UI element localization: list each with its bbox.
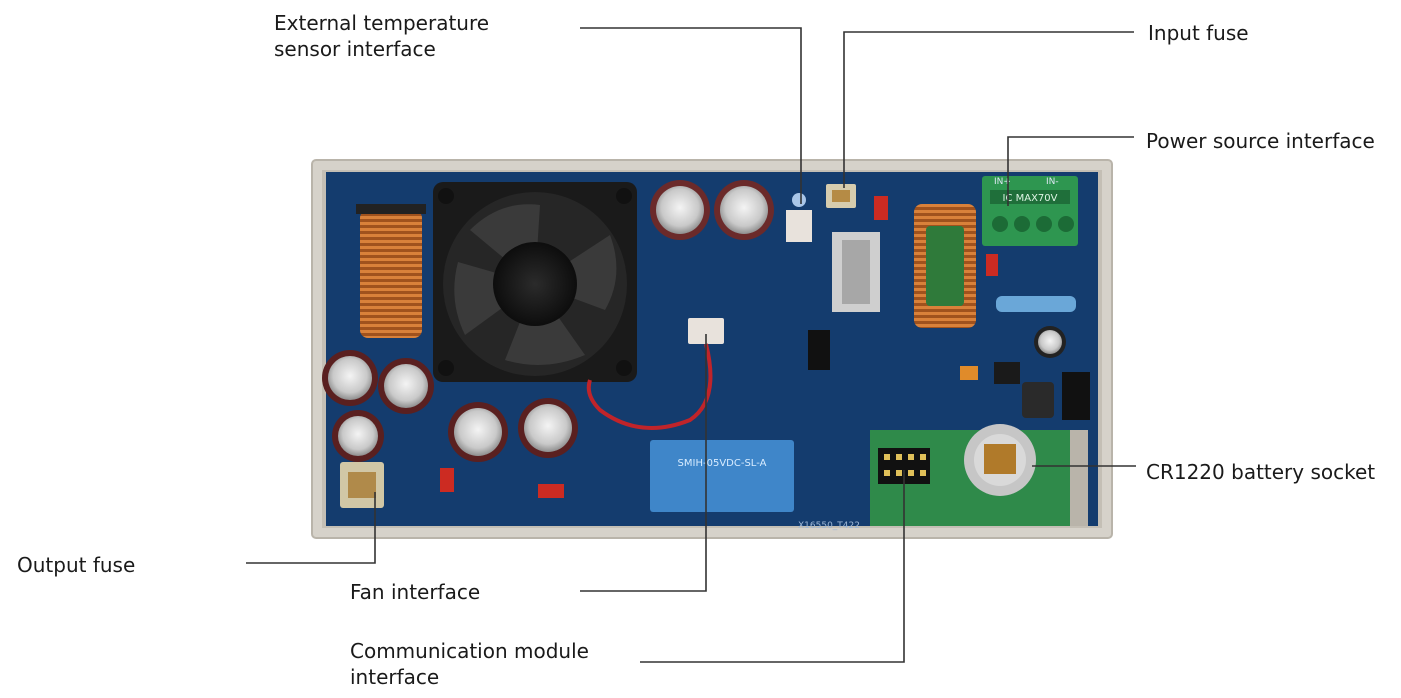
pcb-code-text: X16550_T422 — [798, 521, 860, 531]
ext-temp-connector — [786, 210, 812, 242]
capacitor-lb-4 — [448, 402, 508, 462]
capacitor-lb-5 — [518, 398, 578, 458]
label-comm-line1: Communication module — [350, 639, 589, 663]
relay: SMIH-05VDC-SL-A — [650, 440, 794, 512]
label-ext-temp: External temperature sensor interface — [274, 10, 489, 62]
leader-output-fuse — [246, 492, 376, 564]
capacitor-lb-3 — [332, 410, 384, 462]
label-ext-temp-line1: External temperature — [274, 11, 490, 35]
inductor-right — [914, 204, 976, 328]
capacitor-small — [1034, 326, 1066, 358]
leader-ext-temp — [580, 27, 802, 204]
relay-text: SMIH-05VDC-SL-A — [678, 458, 767, 469]
leader-input-fuse — [843, 31, 1134, 188]
resistor — [996, 296, 1076, 312]
leader-comm — [640, 470, 905, 663]
capacitor-lb-1 — [322, 350, 378, 406]
label-output-fuse: Output fuse — [17, 553, 136, 577]
capacitor-lb-2 — [378, 358, 434, 414]
leader-power-source — [1007, 136, 1134, 206]
in-minus-text: IN- — [1046, 177, 1059, 187]
terminal-rating-text: IC MAX70V — [1003, 193, 1058, 204]
power-terminal: IC MAX70V IN+ IN- — [982, 176, 1078, 246]
inductor-left — [356, 204, 426, 338]
capacitor-top-2 — [714, 180, 774, 240]
leader-fan — [580, 334, 707, 592]
label-input-fuse: Input fuse — [1148, 21, 1249, 45]
label-fan: Fan interface — [350, 580, 481, 604]
capacitor-top-1 — [650, 180, 710, 240]
label-power-source: Power source interface — [1146, 129, 1375, 153]
fan-wire — [586, 343, 713, 430]
fan — [433, 182, 637, 382]
label-ext-temp-line2: sensor interface — [274, 37, 436, 61]
fan-connector — [688, 318, 724, 344]
in-plus-text: IN+ — [994, 177, 1011, 187]
label-battery: CR1220 battery socket — [1146, 460, 1376, 484]
leader-lines — [246, 27, 1136, 663]
label-comm: Communication module interface — [350, 638, 589, 690]
label-comm-line2: interface — [350, 665, 440, 689]
battery-socket — [964, 424, 1036, 496]
